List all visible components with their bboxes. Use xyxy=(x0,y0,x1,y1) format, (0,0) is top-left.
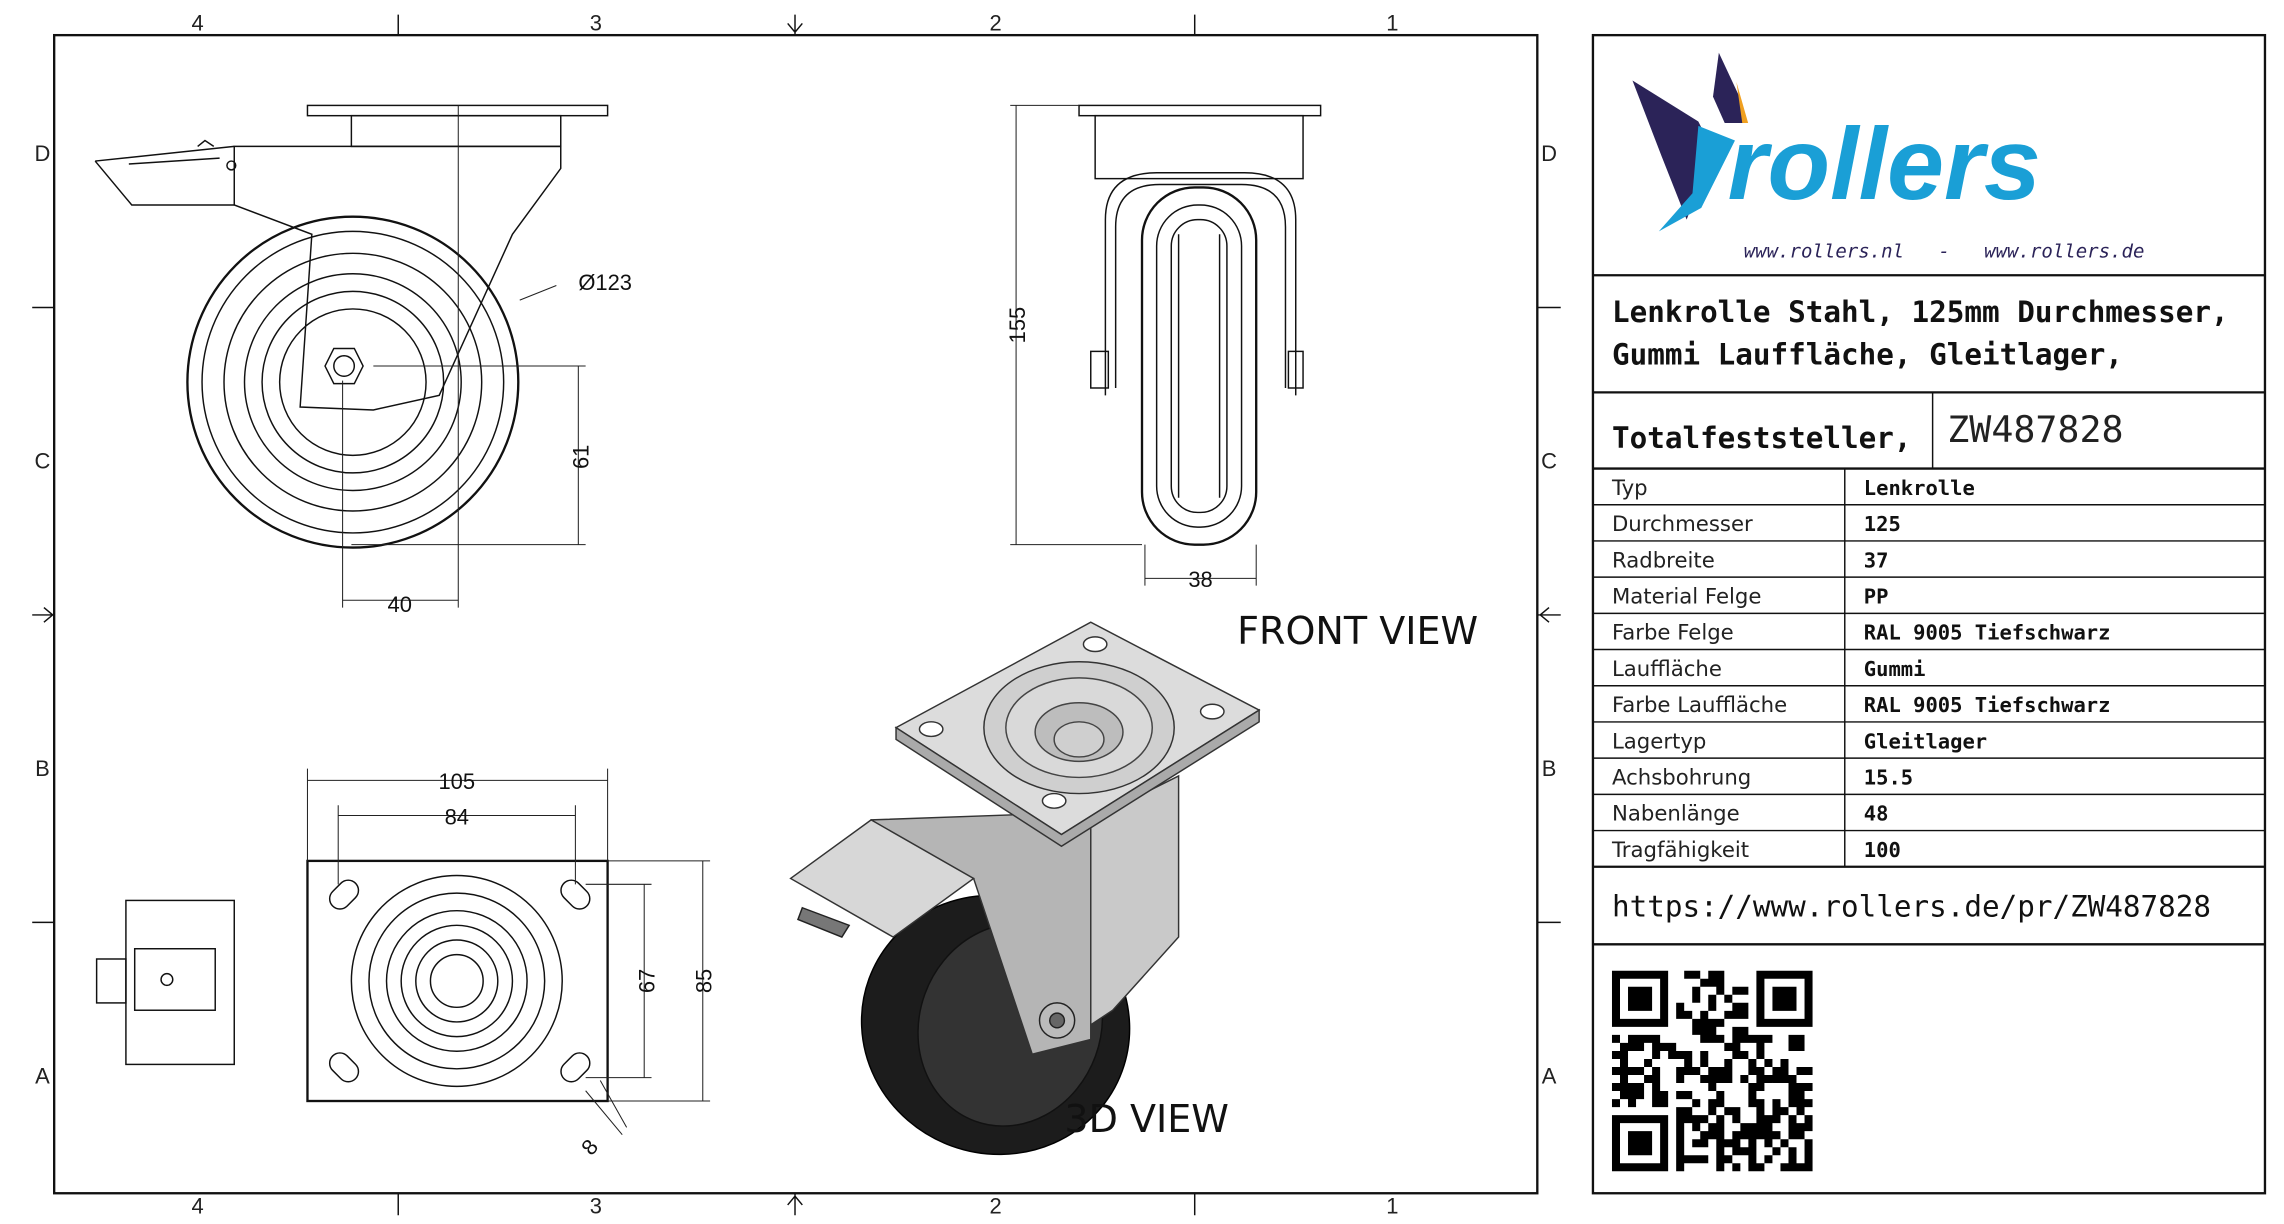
product-url[interactable]: https://www.rollers.de/pr/ZW487828 xyxy=(1612,890,2211,924)
dim-hole-spacing-x: 84 xyxy=(445,804,469,829)
spec-row: Nabenlänge 48 xyxy=(1592,793,2265,827)
rollers-logo: rollers www.rollers.nl - www.rollers.de xyxy=(1632,52,2145,263)
spec-label: Lagertyp xyxy=(1612,729,1706,754)
product-title-line-2: Gummi Lauffläche, Gleitlager, xyxy=(1612,338,2123,372)
spec-row: Durchmesser 125 xyxy=(1592,503,2265,537)
spec-value: RAL 9005 Tiefschwarz xyxy=(1864,693,2111,717)
zone-markers: 4 3 2 1 4 3 2 1 D C B A D C B A xyxy=(32,11,1561,1219)
spec-row: Farbe Lauffläche RAL 9005 Tiefschwarz xyxy=(1592,685,2265,718)
product-title-line-3: Totalfeststeller, xyxy=(1612,421,1912,455)
spec-label: Typ xyxy=(1611,476,1648,501)
spec-row: Material Felge PP xyxy=(1592,576,2265,609)
zone-row-d-left: D xyxy=(35,141,51,166)
spec-label: Material Felge xyxy=(1612,584,1761,609)
spec-row: Radbreite 37 xyxy=(1592,540,2265,573)
dim-swivel-offset: 40 xyxy=(387,592,411,617)
zone-col-4-top: 4 xyxy=(192,11,204,36)
dim-total-height: 155 xyxy=(1005,307,1030,344)
spec-value: 15.5 xyxy=(1864,765,1913,789)
qr-code[interactable] xyxy=(1611,970,1813,1172)
zone-col-3-top: 3 xyxy=(590,11,602,36)
zone-row-b-right: B xyxy=(1542,756,1557,781)
spec-label: Nabenlänge xyxy=(1612,802,1740,827)
spec-value: Gleitlager xyxy=(1864,729,1987,753)
zone-col-4-bottom: 4 xyxy=(192,1194,204,1219)
dim-plate-width: 105 xyxy=(438,769,475,794)
zone-col-2-top: 2 xyxy=(989,11,1001,36)
front-view: 155 38 xyxy=(1005,104,1322,592)
spec-label: Lauffläche xyxy=(1612,657,1722,682)
dim-wheel-width: 38 xyxy=(1188,567,1212,592)
spec-row: Lauffläche Gummi xyxy=(1592,648,2265,682)
drawing-frame xyxy=(53,33,1539,1195)
spec-label: Radbreite xyxy=(1612,548,1715,573)
spec-label: Durchmesser xyxy=(1612,512,1753,537)
spec-label: Farbe Lauffläche xyxy=(1612,693,1787,718)
logo-tagline: www.rollers.nl - www.rollers.de xyxy=(1744,241,2145,263)
zone-row-a-left: A xyxy=(35,1063,50,1088)
zone-row-d-right: D xyxy=(1541,141,1557,166)
zone-row-b-left: B xyxy=(35,756,50,781)
dim-wheel-diameter: Ø123 xyxy=(578,270,632,295)
spec-row: Lagertyp Gleitlager xyxy=(1592,721,2265,754)
spec-value: 37 xyxy=(1864,548,1889,572)
spec-value: 100 xyxy=(1864,838,1901,862)
dim-hole-slot: 8 xyxy=(576,1134,603,1159)
product-title-line-1: Lenkrolle Stahl, 125mm Durchmesser, xyxy=(1612,295,2229,329)
zone-col-3-bottom: 3 xyxy=(590,1194,602,1219)
spec-label: Achsbohrung xyxy=(1612,765,1751,790)
spec-value: Gummi xyxy=(1864,657,1926,681)
zone-row-c-right: C xyxy=(1541,449,1557,474)
zone-col-2-bottom: 2 xyxy=(989,1194,1001,1219)
product-code: ZW487828 xyxy=(1947,408,2123,451)
iso-view: FRONT VIEW 3D VIEW xyxy=(789,609,1478,1156)
spec-row: Typ Lenkrolle xyxy=(1611,476,1975,501)
iso-view-label: 3D VIEW xyxy=(1064,1097,1229,1141)
side-view: Ø123 61 40 xyxy=(94,104,632,617)
dim-plate-height: 85 xyxy=(692,969,717,993)
dim-hole-spacing-y: 67 xyxy=(634,969,659,993)
spec-row: Achsbohrung 15.5 xyxy=(1592,757,2265,790)
spec-value: Lenkrolle xyxy=(1864,476,1975,500)
spec-row: Tragfähigkeit 100 xyxy=(1592,829,2265,863)
spec-label: Farbe Felge xyxy=(1612,621,1734,646)
spec-label: Tragfähigkeit xyxy=(1611,838,1749,863)
dim-axle-height: 61 xyxy=(569,445,594,469)
top-plate-view: 105 84 67 85 8 xyxy=(95,768,717,1160)
zone-row-a-right: A xyxy=(1542,1063,1557,1088)
zone-row-c-left: C xyxy=(35,449,51,474)
zone-col-1-bottom: 1 xyxy=(1386,1194,1398,1219)
logo-brand-text: rollers xyxy=(1728,106,2041,221)
zone-col-1-top: 1 xyxy=(1386,11,1398,36)
spec-row: Farbe Felge RAL 9005 Tiefschwarz xyxy=(1592,612,2265,646)
spec-value: 125 xyxy=(1864,512,1901,536)
title-block: rollers www.rollers.nl - www.rollers.de … xyxy=(1591,33,2267,1195)
spec-value: RAL 9005 Tiefschwarz xyxy=(1864,621,2111,645)
front-view-label: FRONT VIEW xyxy=(1237,609,1478,653)
spec-value: 48 xyxy=(1864,802,1889,826)
spec-value: PP xyxy=(1864,584,1889,608)
qr-modules xyxy=(1611,970,1813,1172)
